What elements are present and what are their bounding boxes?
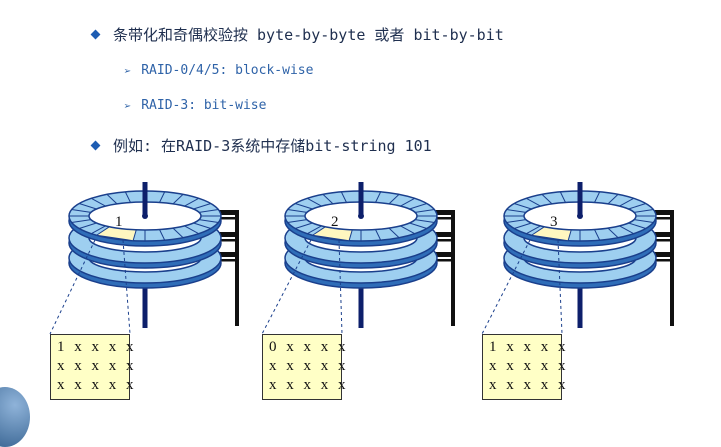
sector-line [526,197,541,207]
sector-line [409,203,427,210]
raid3-disk-diagram: 1 2 3 [49,182,674,335]
bit-box-disk-2: 0 x x x x x x x x x x x x x x [262,334,349,400]
sector-line [307,225,322,235]
sector-line [91,197,106,207]
sector-line [514,222,532,229]
bit-row: x x x x x [269,358,349,374]
sector-line [287,209,307,213]
bit-box-disk-3: 1 x x x x x x x x x x x x x x [482,334,569,400]
sector-line [400,225,415,235]
bit-row: x x x x x [57,358,137,374]
arrow-bullet-icon: ➢ [124,98,132,113]
bit-row: 1 x x x x [489,339,569,355]
sector-line [199,219,219,223]
sector-line [106,193,118,205]
sector-line [184,197,199,207]
sector-line [172,227,184,239]
bullet-example: 例如: 在RAID-3系统中存储bit-string 101 [90,135,432,156]
sector-line [91,225,106,235]
sector-line [375,191,382,203]
sector-line [71,209,91,213]
sector-line [193,222,211,229]
sector-line [287,219,307,223]
sector-line [199,209,219,213]
sector-line [388,227,400,239]
bit-row: x x x x x [269,377,349,393]
sector-line [193,203,211,210]
sector-line [415,219,435,223]
sector-line [79,222,97,229]
disk-2: 2 [261,182,455,335]
sector-line [295,222,313,229]
leader-line [122,239,131,335]
sector-line [628,203,646,210]
sector-line [541,193,553,205]
sector-line [594,191,601,203]
spindle-cap [142,213,148,219]
disk-1: 1 [49,182,239,335]
sector-line [307,197,322,207]
disk-number-label: 1 [115,214,123,230]
spindle-cap [577,213,583,219]
sector-line [506,209,526,213]
sub-bullet-raid045-text: RAID-0/4/5: block-wise [141,63,314,78]
sector-line [295,203,313,210]
bit-row: x x x x x [489,377,569,393]
leader-line [49,239,96,335]
disk-3: 3 [481,182,674,335]
sub-bullet-raid3-text: RAID-3: bit-wise [141,98,267,113]
sector-line [400,197,415,207]
sector-line [409,222,427,229]
disk-layer: 1 2 3 [49,182,674,335]
sector-line [634,219,654,223]
bullet-striping-text: 条带化和奇偶校验按 byte-by-byte 或者 bit-by-bit [113,26,504,44]
bit-box-disk-1: 1 x x x x x x x x x x x x x x [50,334,137,400]
sub-bullet-raid3: ➢ RAID-3: bit-wise [124,98,266,113]
sub-bullet-raid045: ➢ RAID-0/4/5: block-wise [124,63,313,78]
bullet-striping: 条带化和奇偶校验按 byte-by-byte 或者 bit-by-bit [90,24,504,45]
sector-line [375,229,382,241]
sector-line [124,191,131,203]
bit-row: 0 x x x x [269,339,349,355]
sector-line [634,209,654,213]
sector-line [607,227,619,239]
sector-line [619,225,634,235]
sector-line [340,191,347,203]
sector-line [526,225,541,235]
sector-line [79,203,97,210]
bit-row: 1 x x x x [57,339,137,355]
sector-line [415,209,435,213]
sector-line [607,193,619,205]
sector-line [159,229,166,241]
bit-row: x x x x x [57,377,137,393]
leader-line [338,239,343,335]
sector-line [506,219,526,223]
spindle-cap [358,213,364,219]
sector-line [322,193,334,205]
arrow-bullet-icon: ➢ [124,63,132,78]
sector-line [159,191,166,203]
sector-line [559,191,566,203]
disk-number-label: 2 [331,214,339,230]
sector-line [619,197,634,207]
disk-number-label: 3 [550,214,558,230]
sector-line [594,229,601,241]
sector-line [514,203,532,210]
sector-line [172,193,184,205]
sector-line [628,222,646,229]
leader-line [557,239,563,335]
sector-line [184,225,199,235]
bit-row: x x x x x [489,358,569,374]
sector-line [388,193,400,205]
bullet-example-text: 例如: 在RAID-3系统中存储bit-string 101 [113,137,432,155]
sector-line [71,219,91,223]
